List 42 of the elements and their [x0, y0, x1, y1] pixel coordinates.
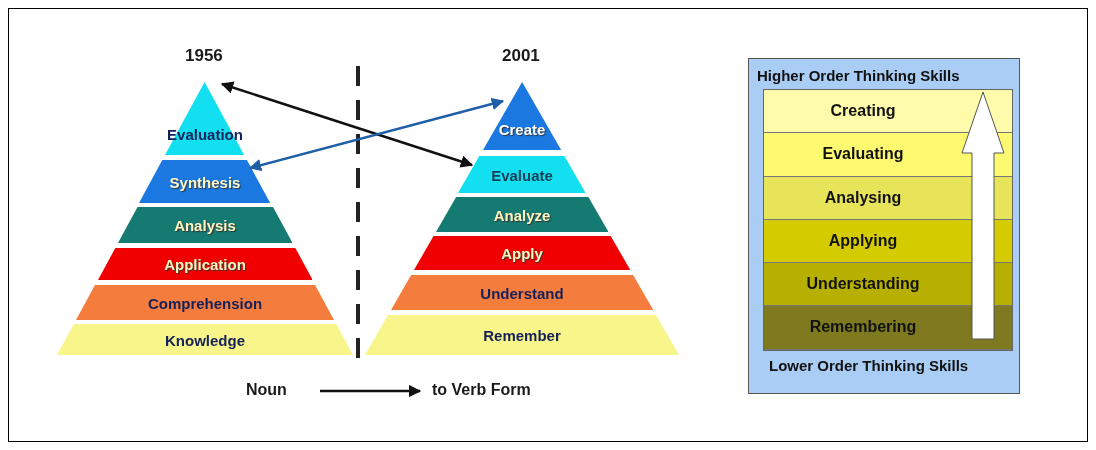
skill-band	[764, 263, 1012, 307]
tier-label: Remember	[482, 327, 562, 344]
tier-label: Application	[163, 256, 247, 273]
tier-label: Evaluate	[490, 166, 554, 184]
panel-heading: Lower Order Thinking Skills	[769, 357, 969, 374]
skill-label: Analysing	[823, 188, 903, 207]
arrow	[320, 384, 422, 398]
arrow	[220, 81, 474, 168]
tier-label: Apply	[500, 245, 544, 262]
pyramid-tier	[390, 275, 654, 310]
skill-band	[764, 90, 1012, 134]
skill-label: Applying	[827, 231, 899, 250]
term-label: to Verb Form	[432, 381, 531, 399]
skill-label: Creating	[829, 102, 897, 120]
pyramid-tier	[365, 315, 679, 355]
pyramid-tier	[413, 236, 631, 270]
tier-label: Synthesis	[168, 173, 242, 191]
arrow	[248, 97, 505, 172]
year-heading: 2001	[502, 46, 540, 66]
pyramid-tier	[97, 248, 313, 280]
panel-heading: Higher Order Thinking Skills	[757, 67, 960, 84]
pyramid-tier	[482, 82, 562, 150]
skill-label: Understanding	[805, 275, 921, 294]
tier-label: Comprehension	[146, 294, 264, 312]
pyramid-tier	[117, 207, 293, 243]
pyramid-tier	[458, 156, 586, 193]
skill-band	[764, 306, 1012, 350]
year-heading: 1956	[185, 46, 223, 66]
skill-label: Evaluating	[821, 145, 905, 164]
skills-panel	[748, 58, 1020, 394]
pyramid-tier	[139, 160, 271, 203]
tier-label: Knowledge	[164, 331, 246, 349]
block-arrow	[961, 91, 1005, 340]
pyramid-tier	[75, 285, 334, 320]
skill-label: Remembering	[808, 318, 918, 337]
pyramid-tier	[435, 197, 609, 232]
tier-label: Analysis	[173, 217, 237, 234]
tier-label: Create	[497, 121, 547, 138]
tier-label: Understand	[479, 284, 565, 302]
pyramid-tier	[57, 324, 353, 355]
tier-label: Analyze	[492, 206, 552, 224]
term-label: Noun	[246, 381, 287, 399]
